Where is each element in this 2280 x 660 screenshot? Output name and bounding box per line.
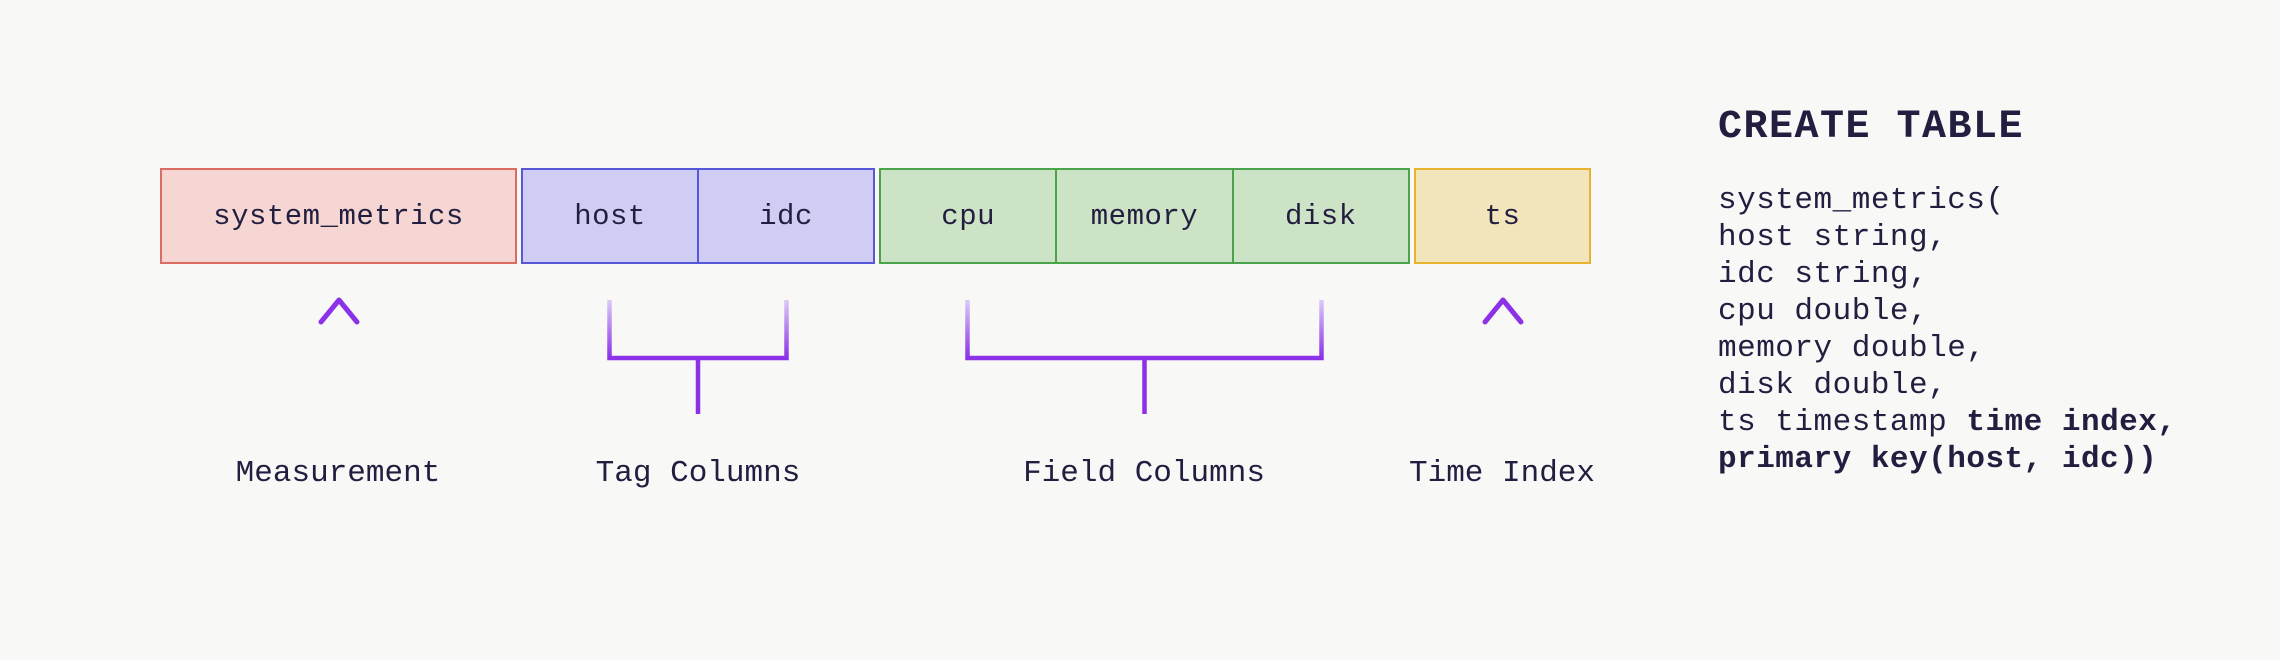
group-field-columns: cpu memory disk [879,168,1410,264]
sql-text: cpu double, [1718,294,1929,329]
create-table-snippet: CREATE TABLE system_metrics( host string… [1718,104,2258,478]
sql-line: disk double, [1718,367,2258,404]
cell-ts: ts [1414,168,1591,264]
field-columns-pointer [879,292,1410,422]
sql-line: host string, [1718,219,2258,256]
sql-line: memory double, [1718,330,2258,367]
sql-text-bold: primary key(host, idc)) [1718,442,2158,477]
arrow-up-icon [318,297,359,414]
sql-line: primary key(host, idc)) [1718,441,2258,478]
cell-idc: idc [699,168,875,264]
time-index-pointer [1414,292,1591,422]
measurement-label: Measurement [235,456,441,491]
time-index-label: Time Index [1408,456,1596,491]
sql-text: ts timestamp [1718,405,1967,440]
cell-system-metrics: system_metrics [160,168,517,264]
cell-cpu: cpu [879,168,1058,264]
bracket-icon [965,300,1324,414]
tag-columns-pointer [521,292,875,422]
measurement-pointer [160,292,517,422]
bracket-icon [607,300,789,414]
arrow-up-icon [1482,297,1523,414]
cell-memory: memory [1057,168,1234,264]
tag-columns-label: Tag Columns [595,456,801,491]
group-tag-columns: host idc [521,168,875,264]
sql-line: cpu double, [1718,293,2258,330]
sql-text: host string, [1718,220,1948,255]
sql-text: system_metrics( [1718,183,2005,218]
sql-line: ts timestamp time index, [1718,404,2258,441]
create-table-heading: CREATE TABLE [1718,105,2025,150]
cell-disk: disk [1233,168,1410,264]
cell-host: host [521,168,699,264]
sql-text: idc string, [1718,257,1929,292]
sql-text: disk double, [1718,368,1948,403]
sql-line: idc string, [1718,256,2258,293]
sql-text: memory double, [1718,331,1986,366]
group-measurement: system_metrics [160,168,517,264]
group-time-index: ts [1414,168,1591,264]
sql-line: system_metrics( [1718,182,2258,219]
field-columns-label: Field Columns [1023,456,1265,491]
sql-text-bold: time index, [1966,405,2177,440]
